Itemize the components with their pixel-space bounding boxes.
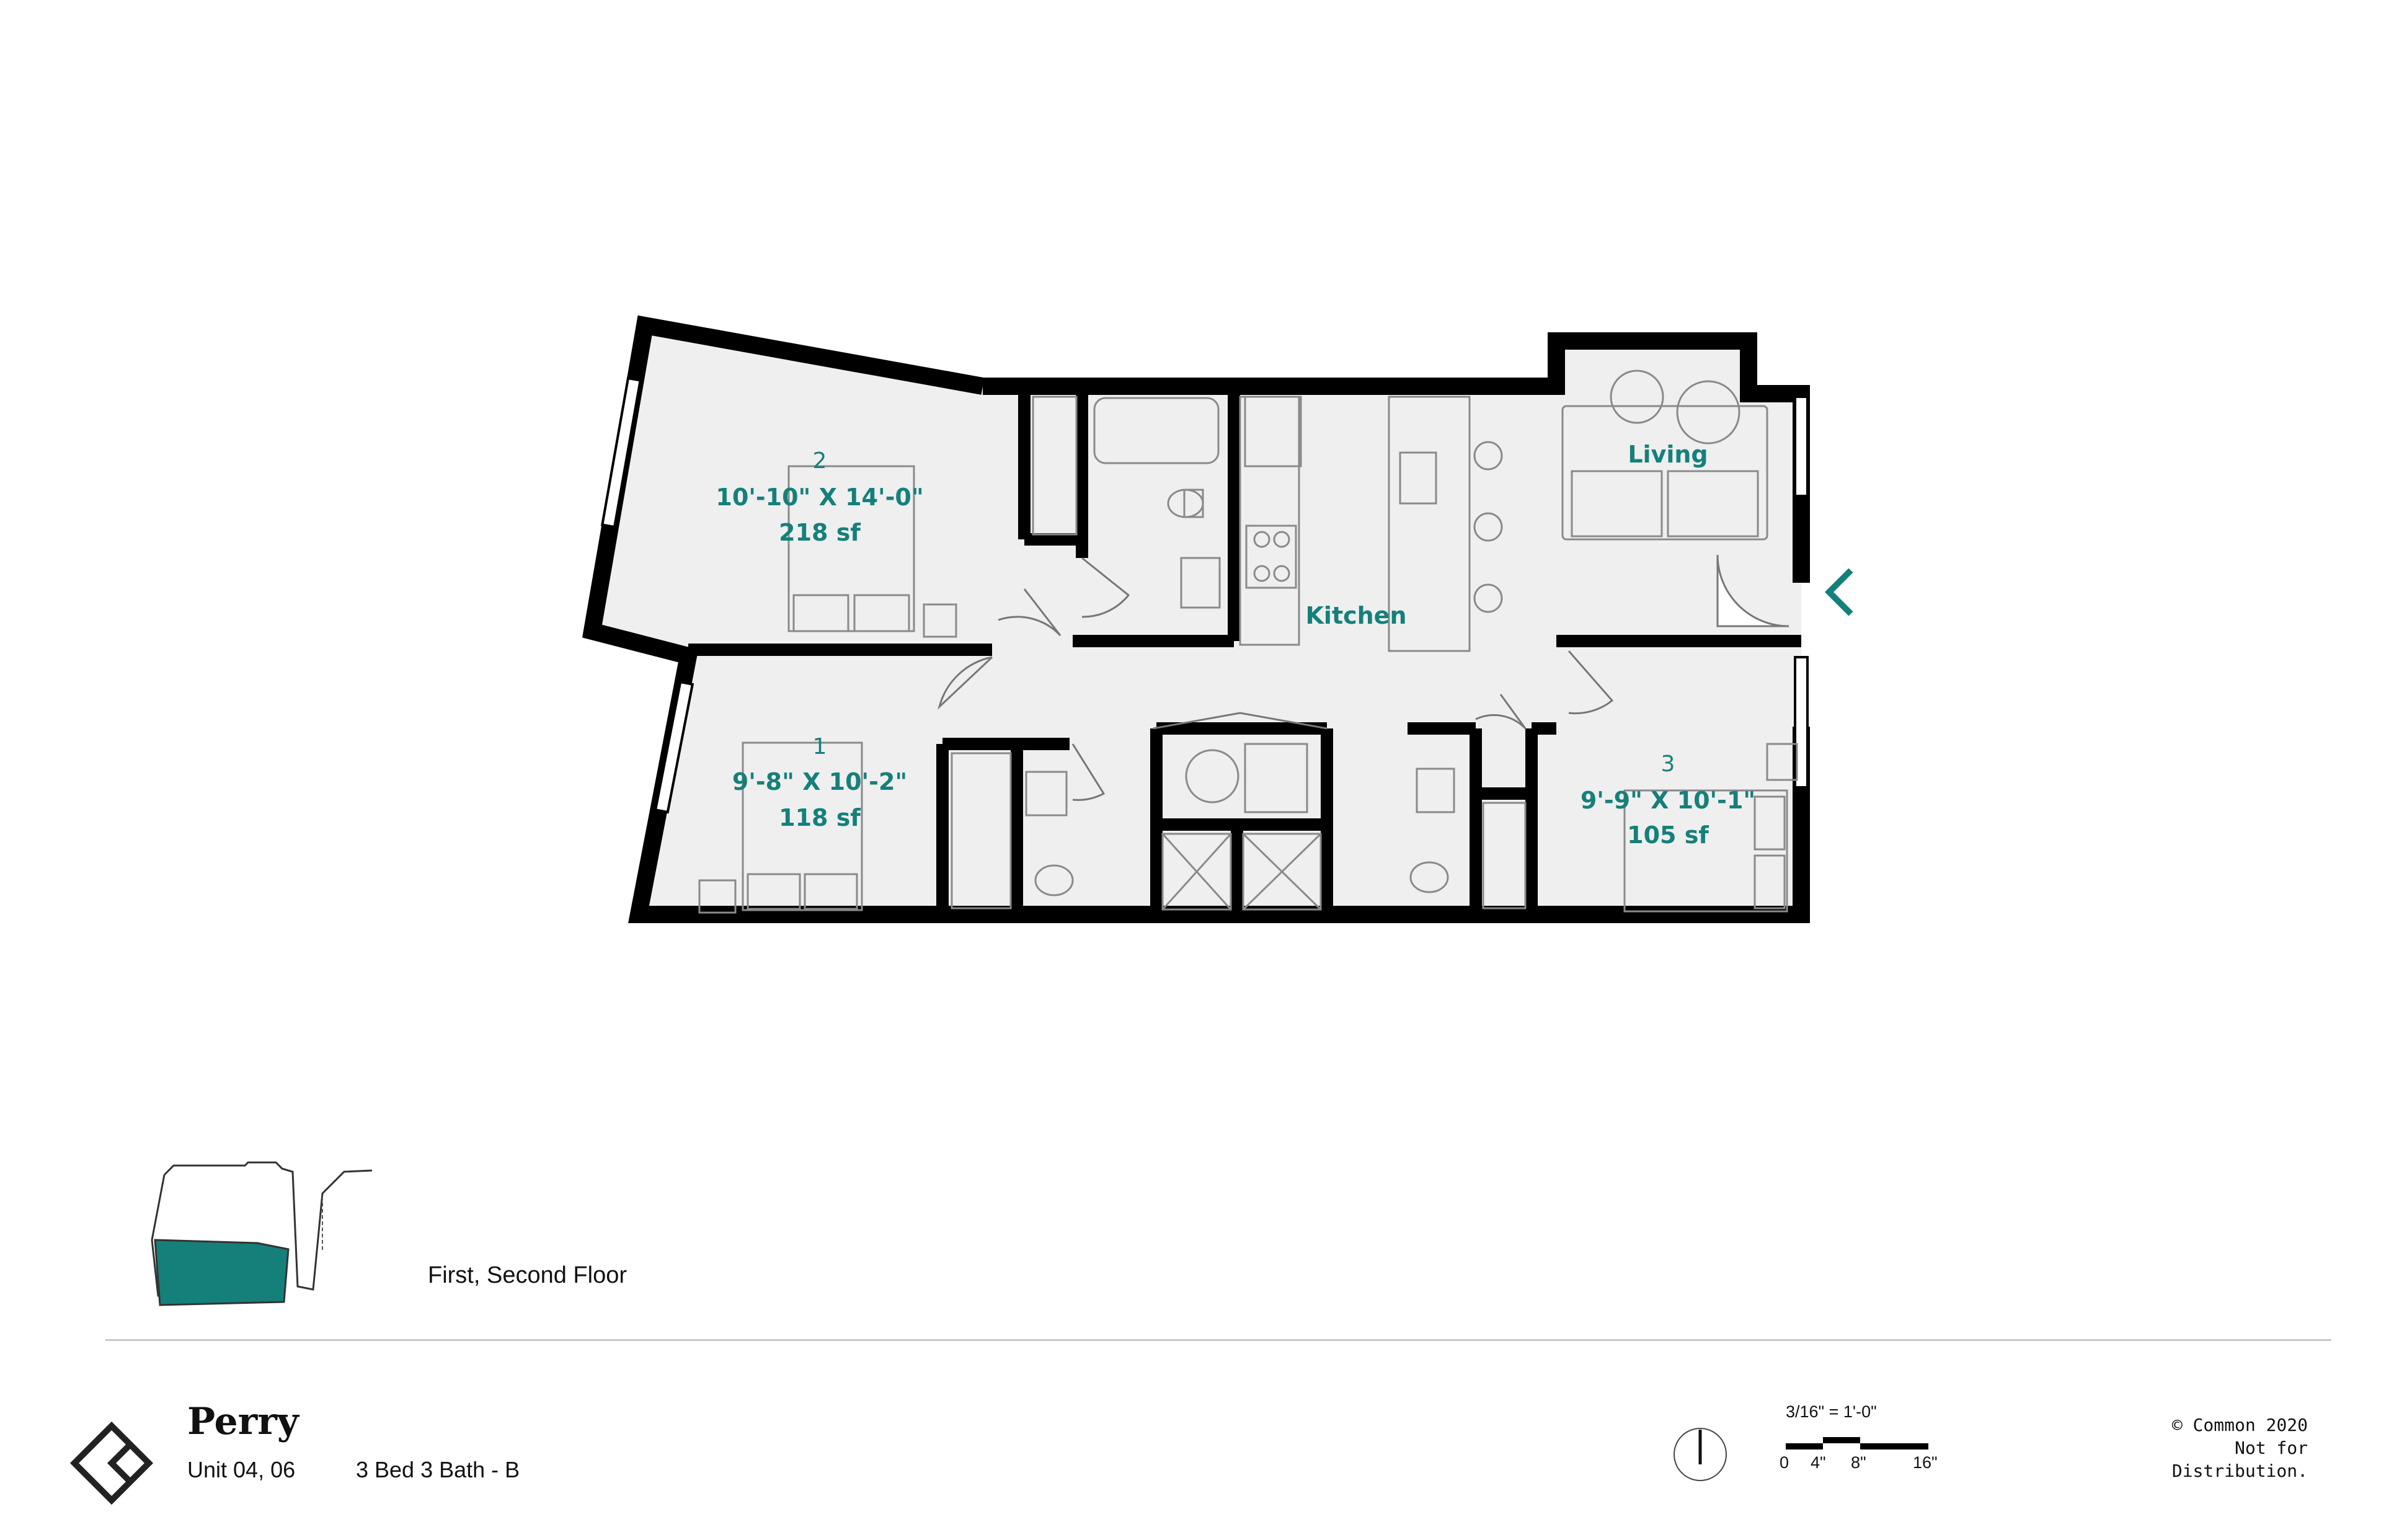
sink-bath1 [1025,771,1068,816]
closet-1 [951,752,1012,909]
scale-tick-4: 4" [1811,1453,1826,1472]
room-3-number: 3 [1661,751,1675,777]
doors [938,554,1789,801]
sink-bath2 [1180,557,1221,609]
fridge [1244,396,1302,467]
kitchen-sink [1399,451,1437,505]
nightstand-3 [1766,743,1798,781]
washer [1185,749,1239,803]
north-arrow-icon [1674,1428,1727,1481]
shower-1 [1161,833,1232,911]
key-plan-highlight [154,1239,290,1306]
nightstand-2 [923,603,957,638]
range [1245,524,1297,589]
lounge-chair [1676,380,1740,445]
nightstand-1 [698,879,737,914]
kitchen-island [1388,396,1471,652]
living-label: Living [1628,441,1708,468]
sink-bath3 [1416,768,1455,813]
footer-divider [105,1339,2331,1341]
common-logo-icon [69,1421,154,1505]
lounge-chair [1610,370,1664,424]
closet-3 [1482,802,1527,909]
unit-label: Unit 04, 06 [187,1457,296,1482]
fixtures [698,370,1798,914]
room-1-dimensions: 9'-8" X 10'-2" [732,768,907,795]
key-plan [151,1161,373,1306]
bed-2 [787,465,915,632]
floor-label: First, Second Floor [428,1262,627,1288]
scale-label: 3/16" = 1'-0" [1786,1402,1877,1421]
room-2-dimensions: 10'-10" X 14'-0" [716,484,923,511]
stool [1473,441,1503,471]
bathtub [1093,397,1220,464]
scale-tick-8: 8" [1851,1453,1866,1472]
room-1-number: 1 [813,734,827,759]
copyright-notice: © Common 2020 Not for Distribution. [2171,1415,2308,1481]
brand-name: Perry [187,1400,299,1443]
chevron-left-icon [1824,568,1853,616]
room-3-dimensions: 9'-9" X 10'-1" [1581,787,1755,814]
bed-1 [742,741,863,911]
room-3-area: 105 sf [1627,821,1709,849]
interior-walls [688,386,1801,914]
room-1-area: 118 sf [779,804,861,831]
floor-area [592,325,1801,914]
room-labels: 2 10'-10" X 14'-0" 218 sf 1 9'-8" X 10'-… [716,441,1755,849]
windows [600,376,1809,814]
shower-2 [1242,833,1322,911]
bed-bath-label: 3 Bed 3 Bath - B [356,1457,520,1482]
scale-tick-16: 16" [1913,1453,1938,1472]
sofa [1561,405,1768,541]
stool [1473,512,1503,542]
dryer [1244,743,1308,813]
room-2-number: 2 [813,448,827,474]
scale-bar [1786,1437,1928,1449]
room-2-area: 218 sf [779,519,861,546]
closet-2 [1032,396,1078,536]
bed-3 [1623,789,1788,913]
stool [1473,583,1503,613]
toilet-bath3 [1409,861,1449,893]
scale-tick-0: 0 [1780,1453,1789,1472]
kitchen-label: Kitchen [1305,602,1406,629]
toilet-bath1 [1034,864,1074,896]
